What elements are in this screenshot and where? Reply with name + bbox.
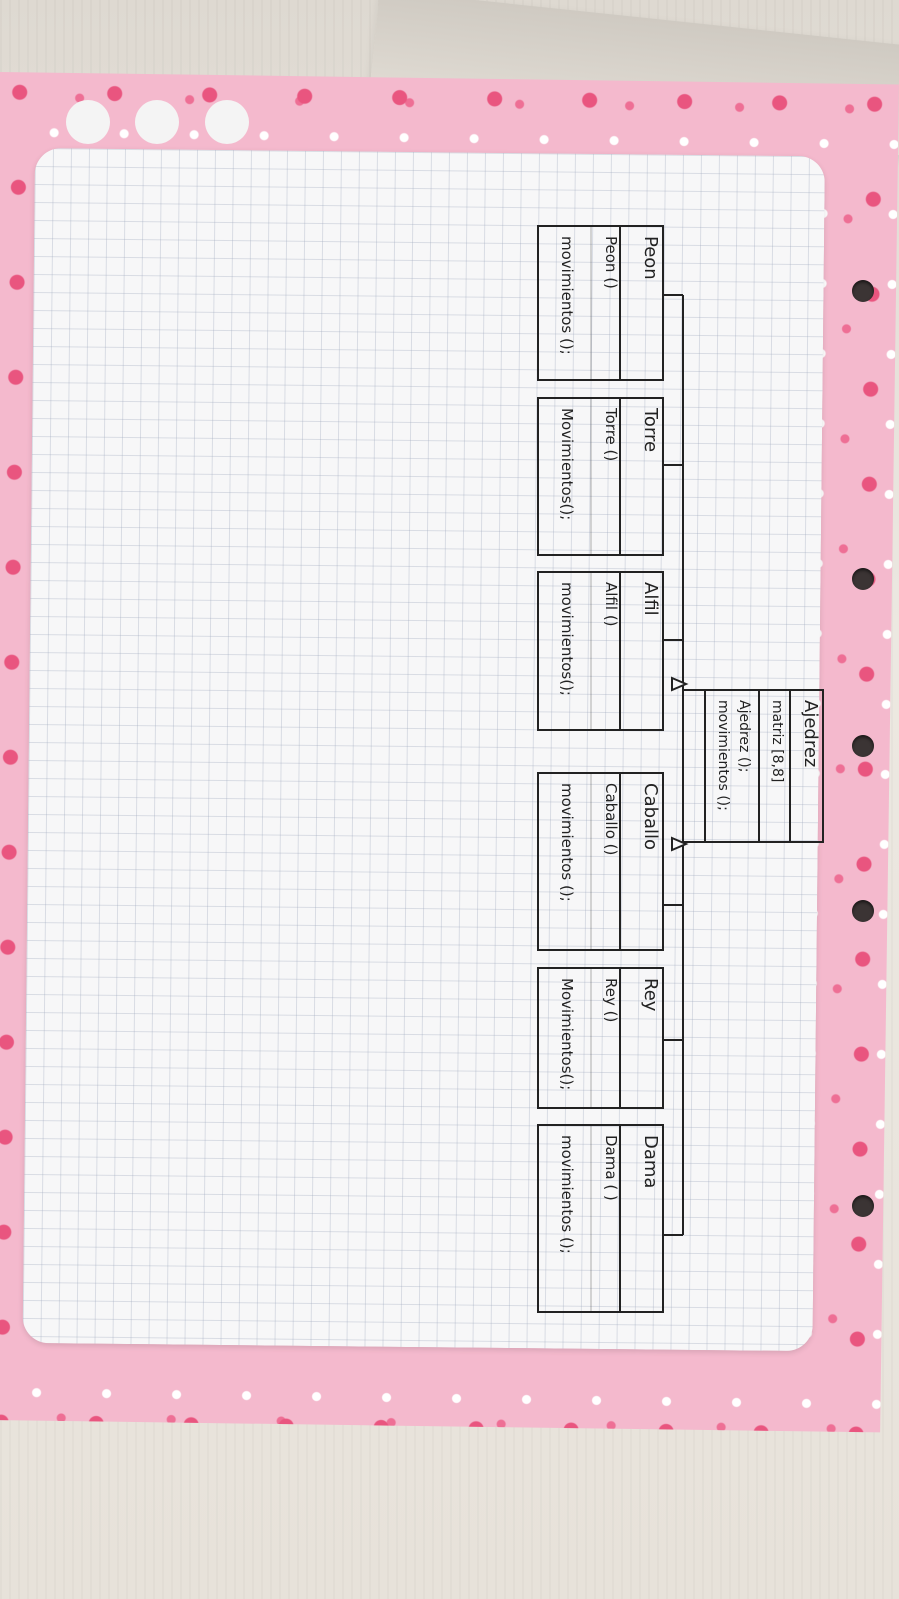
punch-hole	[852, 900, 874, 922]
method-text: Ajedrez ();	[736, 700, 752, 772]
constructor-text: Rey ()	[602, 978, 620, 1022]
class-box-outline	[537, 571, 664, 731]
class-name: Torre	[640, 407, 661, 452]
constructor-text: Peon ()	[602, 236, 620, 289]
punch-hole	[852, 568, 874, 590]
punch-hole	[852, 280, 874, 302]
inheritance-connectors	[663, 294, 705, 1236]
constructor-text: Alfil ()	[602, 582, 620, 627]
class-box-ajedrez: Ajedrez matriz [8,8] Ajedrez (); movimie…	[704, 689, 824, 843]
method-text: movimientos ();	[558, 783, 576, 902]
attribute-text: matriz [8,8]	[769, 700, 785, 782]
class-name: Peon	[640, 236, 661, 280]
inheritance-arrowhead	[671, 676, 689, 692]
class-box-outline	[537, 967, 664, 1109]
method-text: Movimientos();	[558, 978, 576, 1090]
class-box-caballo: Caballo Caballo () movimientos ();	[537, 772, 664, 951]
class-box-torre: Torre Torre () Movimientos();	[537, 397, 664, 556]
class-box-outline	[537, 225, 664, 381]
class-box-rey: Rey Rey () Movimientos();	[537, 967, 664, 1109]
constructor-text: Caballo ()	[602, 783, 620, 855]
method-text: movimientos ();	[558, 236, 576, 355]
class-box-outline	[537, 1124, 664, 1313]
class-name: Alfil	[640, 582, 661, 616]
inheritance-arrowhead	[671, 836, 689, 852]
method-text: movimientos ();	[715, 700, 731, 811]
binder-tab	[66, 100, 110, 144]
binder-tab	[135, 100, 179, 144]
class-box-peon: Peon Peon () movimientos ();	[537, 225, 664, 381]
constructor-text: Torre ()	[602, 407, 620, 461]
constructor-text: Dama ( )	[602, 1135, 620, 1201]
method-text: movimientos ();	[558, 1135, 576, 1254]
class-box-alfil: Alfil Alfil () movimientos();	[537, 571, 664, 731]
punch-hole	[852, 735, 874, 757]
punch-hole	[852, 1195, 874, 1217]
class-name: Dama	[640, 1135, 661, 1188]
method-text: Movimientos();	[558, 408, 576, 520]
class-name: Caballo	[640, 783, 661, 850]
binder-tab	[205, 100, 249, 144]
method-text: movimientos();	[558, 582, 576, 696]
class-box-outline	[537, 772, 664, 951]
class-box-dama: Dama Dama ( ) movimientos ();	[537, 1124, 664, 1313]
class-name: Ajedrez	[800, 700, 821, 767]
class-name: Rey	[640, 978, 661, 1012]
class-box-outline	[537, 397, 664, 556]
